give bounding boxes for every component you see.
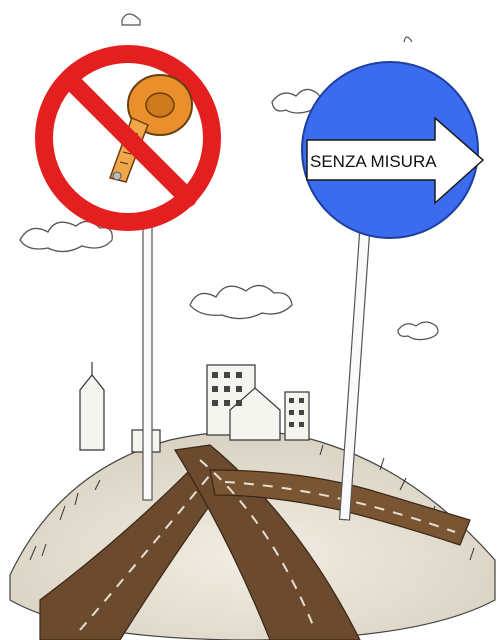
clouds (19, 88, 439, 341)
prohibition-slash (61, 71, 197, 207)
one-way-sign (301, 61, 485, 239)
arrow-icon (306, 116, 485, 205)
building-windows (212, 372, 304, 427)
no-measuring-sign (35, 45, 221, 231)
buildings (79, 362, 310, 453)
arrow-sign-text: SENZA MISURA (310, 152, 437, 171)
road-markings (79, 459, 456, 631)
